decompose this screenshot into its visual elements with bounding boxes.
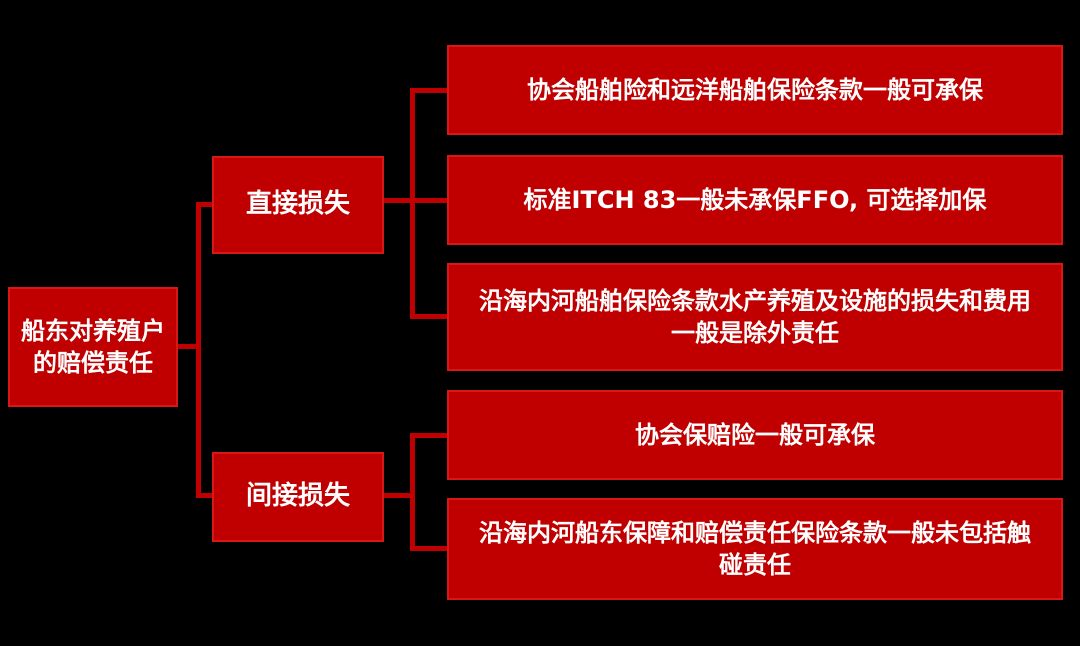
connector-indirect-horizontal: [384, 493, 415, 498]
branch-node-direct-loss: 直接损失: [212, 156, 384, 254]
leaf-node-coastal-pi-exclusion: 沿海内河船东保障和赔偿责任保险条款一般未包括触碰责任: [447, 498, 1063, 600]
connector-to-leaf-3: [410, 314, 447, 319]
connector-root-horizontal: [178, 344, 200, 349]
connector-to-leaf-4: [410, 433, 447, 438]
connector-indirect-spine: [410, 433, 415, 549]
connector-to-indirect-loss: [196, 493, 212, 498]
connector-to-leaf-5: [410, 546, 447, 551]
leaf-node-coastal-hull-exclusion: 沿海内河船舶保险条款水产养殖及设施的损失和费用一般是除外责任: [447, 263, 1063, 371]
connector-to-direct-loss: [196, 202, 212, 207]
leaf-node-itch83-ffo: 标准ITCH 83一般未承保FFO, 可选择加保: [447, 155, 1063, 245]
connector-direct-spine: [410, 88, 415, 317]
leaf-node-pi-coverable: 协会保赔险一般可承保: [447, 390, 1063, 480]
leaf-node-hull-clauses-coverable: 协会船舶险和远洋船舶保险条款一般可承保: [447, 45, 1063, 135]
connector-to-leaf-1: [410, 88, 447, 93]
root-node-shipowner-liability: 船东对养殖户的赔偿责任: [8, 287, 178, 407]
connector-direct-horizontal: [384, 198, 447, 203]
branch-node-indirect-loss: 间接损失: [212, 452, 384, 542]
connector-branch-spine: [196, 202, 201, 496]
